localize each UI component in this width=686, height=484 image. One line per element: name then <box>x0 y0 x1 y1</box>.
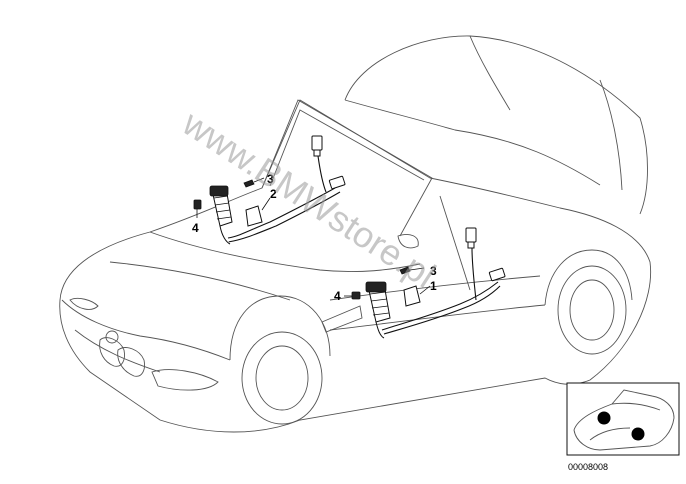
grommet-lower <box>365 281 391 339</box>
connector-lower-top <box>465 227 477 243</box>
part-label-1: 1 <box>430 279 437 293</box>
thumbnail-frame <box>566 382 680 456</box>
clip-lower <box>351 291 361 300</box>
part-label-3-upper: 3 <box>267 172 274 186</box>
document-number: 00008008 <box>568 462 608 472</box>
part-label-4-upper: 4 <box>192 221 199 235</box>
part-label-2: 2 <box>270 187 277 201</box>
screw-upper <box>243 179 255 188</box>
upper-wiring-harness <box>193 135 346 245</box>
switch-upper <box>245 205 263 227</box>
location-marker-upper <box>597 411 611 425</box>
screw-lower <box>399 266 411 275</box>
grommet-upper <box>209 185 233 245</box>
clip-upper <box>193 199 202 210</box>
car-outline <box>59 35 652 433</box>
connector-upper-right <box>328 175 346 190</box>
connector-upper-top <box>311 135 323 151</box>
switch-lower <box>403 285 421 307</box>
location-thumbnail <box>566 382 680 456</box>
lower-wiring-harness <box>344 227 506 339</box>
part-label-3-lower: 3 <box>430 264 437 278</box>
part-label-4-lower: 4 <box>334 289 341 303</box>
connector-lower-right <box>488 267 506 282</box>
location-marker-lower <box>631 427 645 441</box>
